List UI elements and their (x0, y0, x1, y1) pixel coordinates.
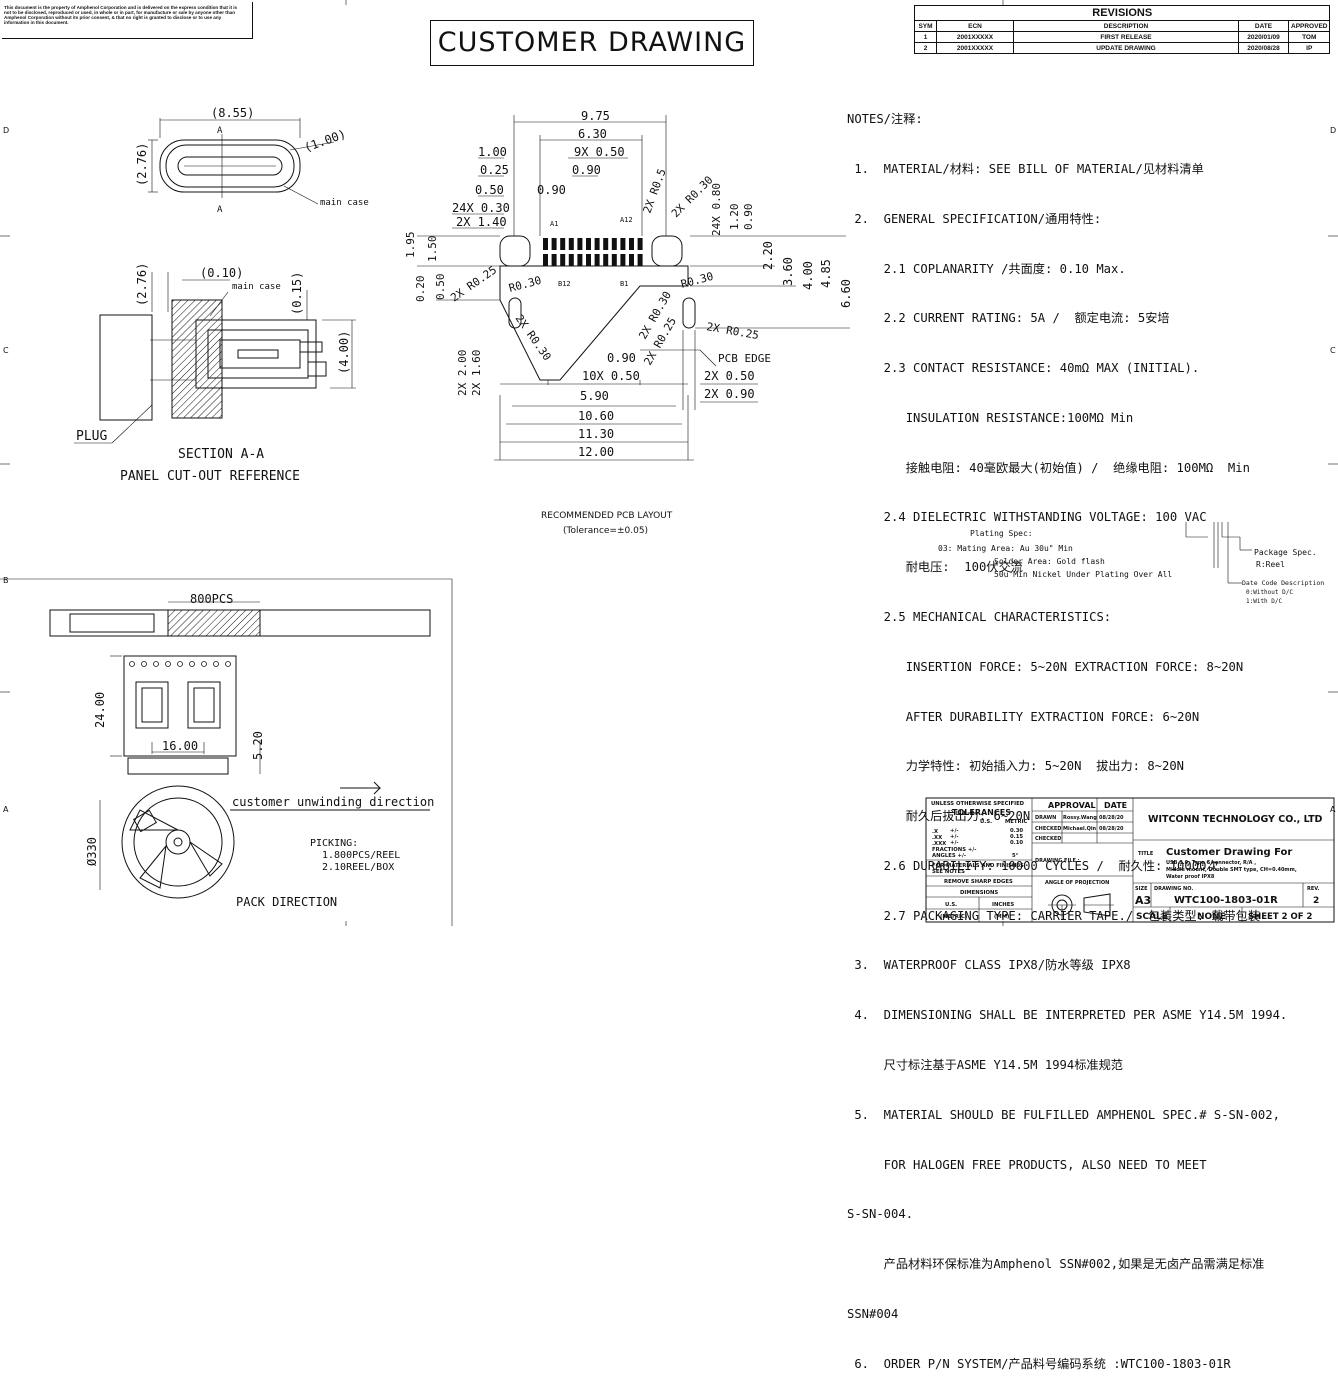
rev-cell: TOM (1287, 31, 1331, 43)
disclaimer-text: This document is the property of Ampheno… (4, 5, 238, 25)
rev-cell: UPDATE DRAWING (1013, 42, 1239, 54)
note-line: 2. GENERAL SPECIFICATION/通用特性: (847, 211, 1102, 226)
note-line: NOTES/注释: (847, 112, 923, 127)
rev-header-sym: SYM (914, 20, 937, 32)
row-marker-c: C (3, 346, 9, 355)
note-line: 尺寸标注基于ASME Y14.5M 1994标准规范 (847, 1058, 1123, 1073)
note-line: FOR HALOGEN FREE PRODUCTS, ALSO NEED TO … (847, 1157, 1207, 1172)
rev-cell: 2020/01/09 (1238, 31, 1289, 43)
drawing-title: CUSTOMER DRAWING (430, 20, 754, 66)
row-marker-b: B (3, 576, 9, 585)
rev-cell: 2001XXXXX (936, 31, 1014, 43)
rev-cell: 2001XXXXX (936, 42, 1014, 54)
note-line: 2.7 PACKAGING TYPE: CARRIER TAPE./ 包装类型:… (847, 908, 1261, 923)
note-line: S-SN-004. (847, 1207, 914, 1222)
note-line: 2.1 COPLANARITY /共面度: 0.10 Max. (847, 261, 1126, 276)
note-line: 力学特性: 初始插入力: 5~20N 拔出力: 8~20N (847, 759, 1185, 774)
note-line: INSULATION RESISTANCE:100MΩ Min (847, 410, 1134, 425)
note-line: 2.3 CONTACT RESISTANCE: 40mΩ MAX (INITIA… (847, 361, 1200, 376)
row-marker-d-right: D (1330, 126, 1336, 135)
note-line: 产品材料环保标准为Amphenol SSN#002,如果是无卤产品需满足标准 (847, 1257, 1265, 1272)
drawing-frame: D C B A D C A (0, 0, 1338, 926)
note-line: 2.2 CURRENT RATING: 5A / 额定电流: 5安培 (847, 311, 1170, 326)
rev-cell: IP (1287, 42, 1331, 54)
rev-header-description: DESCRIPTION (1013, 20, 1239, 32)
note-line: 耐久后拔出力: 6~20N (847, 809, 1031, 824)
row-marker-c-right: C (1330, 346, 1336, 355)
note-line: AFTER DURABILITY EXTRACTION FORCE: 6~20N (847, 709, 1200, 724)
disclaimer-box (2, 2, 253, 39)
revisions-title: REVISIONS (913, 5, 1331, 21)
rev-header-ecn: ECN (936, 20, 1014, 32)
rev-cell: 1 (914, 31, 937, 43)
rev-row: 2 2001XXXXX UPDATE DRAWING 2020/08/28 IP (914, 42, 1331, 54)
rev-cell: FIRST RELEASE (1013, 31, 1239, 43)
note-line: 4. DIMENSIONING SHALL BE INTERPRETED PER… (847, 1008, 1288, 1023)
note-line: 2.4 DIELECTRIC WITHSTANDING VOLTAGE: 100… (847, 510, 1207, 525)
notes-block: NOTES/注释: 1. MATERIAL/材料: SEE BILL OF MA… (847, 78, 1332, 1389)
rev-header-date: DATE (1238, 20, 1289, 32)
note-line: 6. ORDER P/N SYSTEM/产品料号编码系统 :WTC100-180… (847, 1356, 1231, 1371)
note-line: 接触电阻: 40毫欧最大(初始值) / 绝缘电阻: 100MΩ Min (847, 460, 1250, 475)
note-line: SSN#004 (847, 1306, 899, 1321)
note-line: 3. WATERPROOF CLASS IPX8/防水等级 IPX8 (847, 958, 1131, 973)
rev-cell: 2020/08/28 (1238, 42, 1289, 54)
note-line: 2.6 DURABILITY: 10000 CYCLES / 耐久性: 1000… (847, 858, 1219, 873)
revisions-table: REVISIONS SYM ECN DESCRIPTION DATE APPRO… (913, 5, 1331, 54)
row-marker-d: D (3, 126, 9, 135)
note-line: 耐电压: 100伏交流 (847, 560, 1023, 575)
note-line: 5. MATERIAL SHOULD BE FULFILLED AMPHENOL… (847, 1107, 1280, 1122)
rev-header-approved: APPROVED (1287, 20, 1331, 32)
rev-row: 1 2001XXXXX FIRST RELEASE 2020/01/09 TOM (914, 31, 1331, 43)
rev-cell: 2 (914, 42, 937, 54)
note-line: 1. MATERIAL/材料: SEE BILL OF MATERIAL/见材料… (847, 161, 1204, 176)
note-line: 2.5 MECHANICAL CHARACTERISTICS: (847, 610, 1112, 624)
note-line: INSERTION FORCE: 5~20N EXTRACTION FORCE:… (847, 659, 1244, 674)
row-marker-a: A (3, 805, 9, 814)
